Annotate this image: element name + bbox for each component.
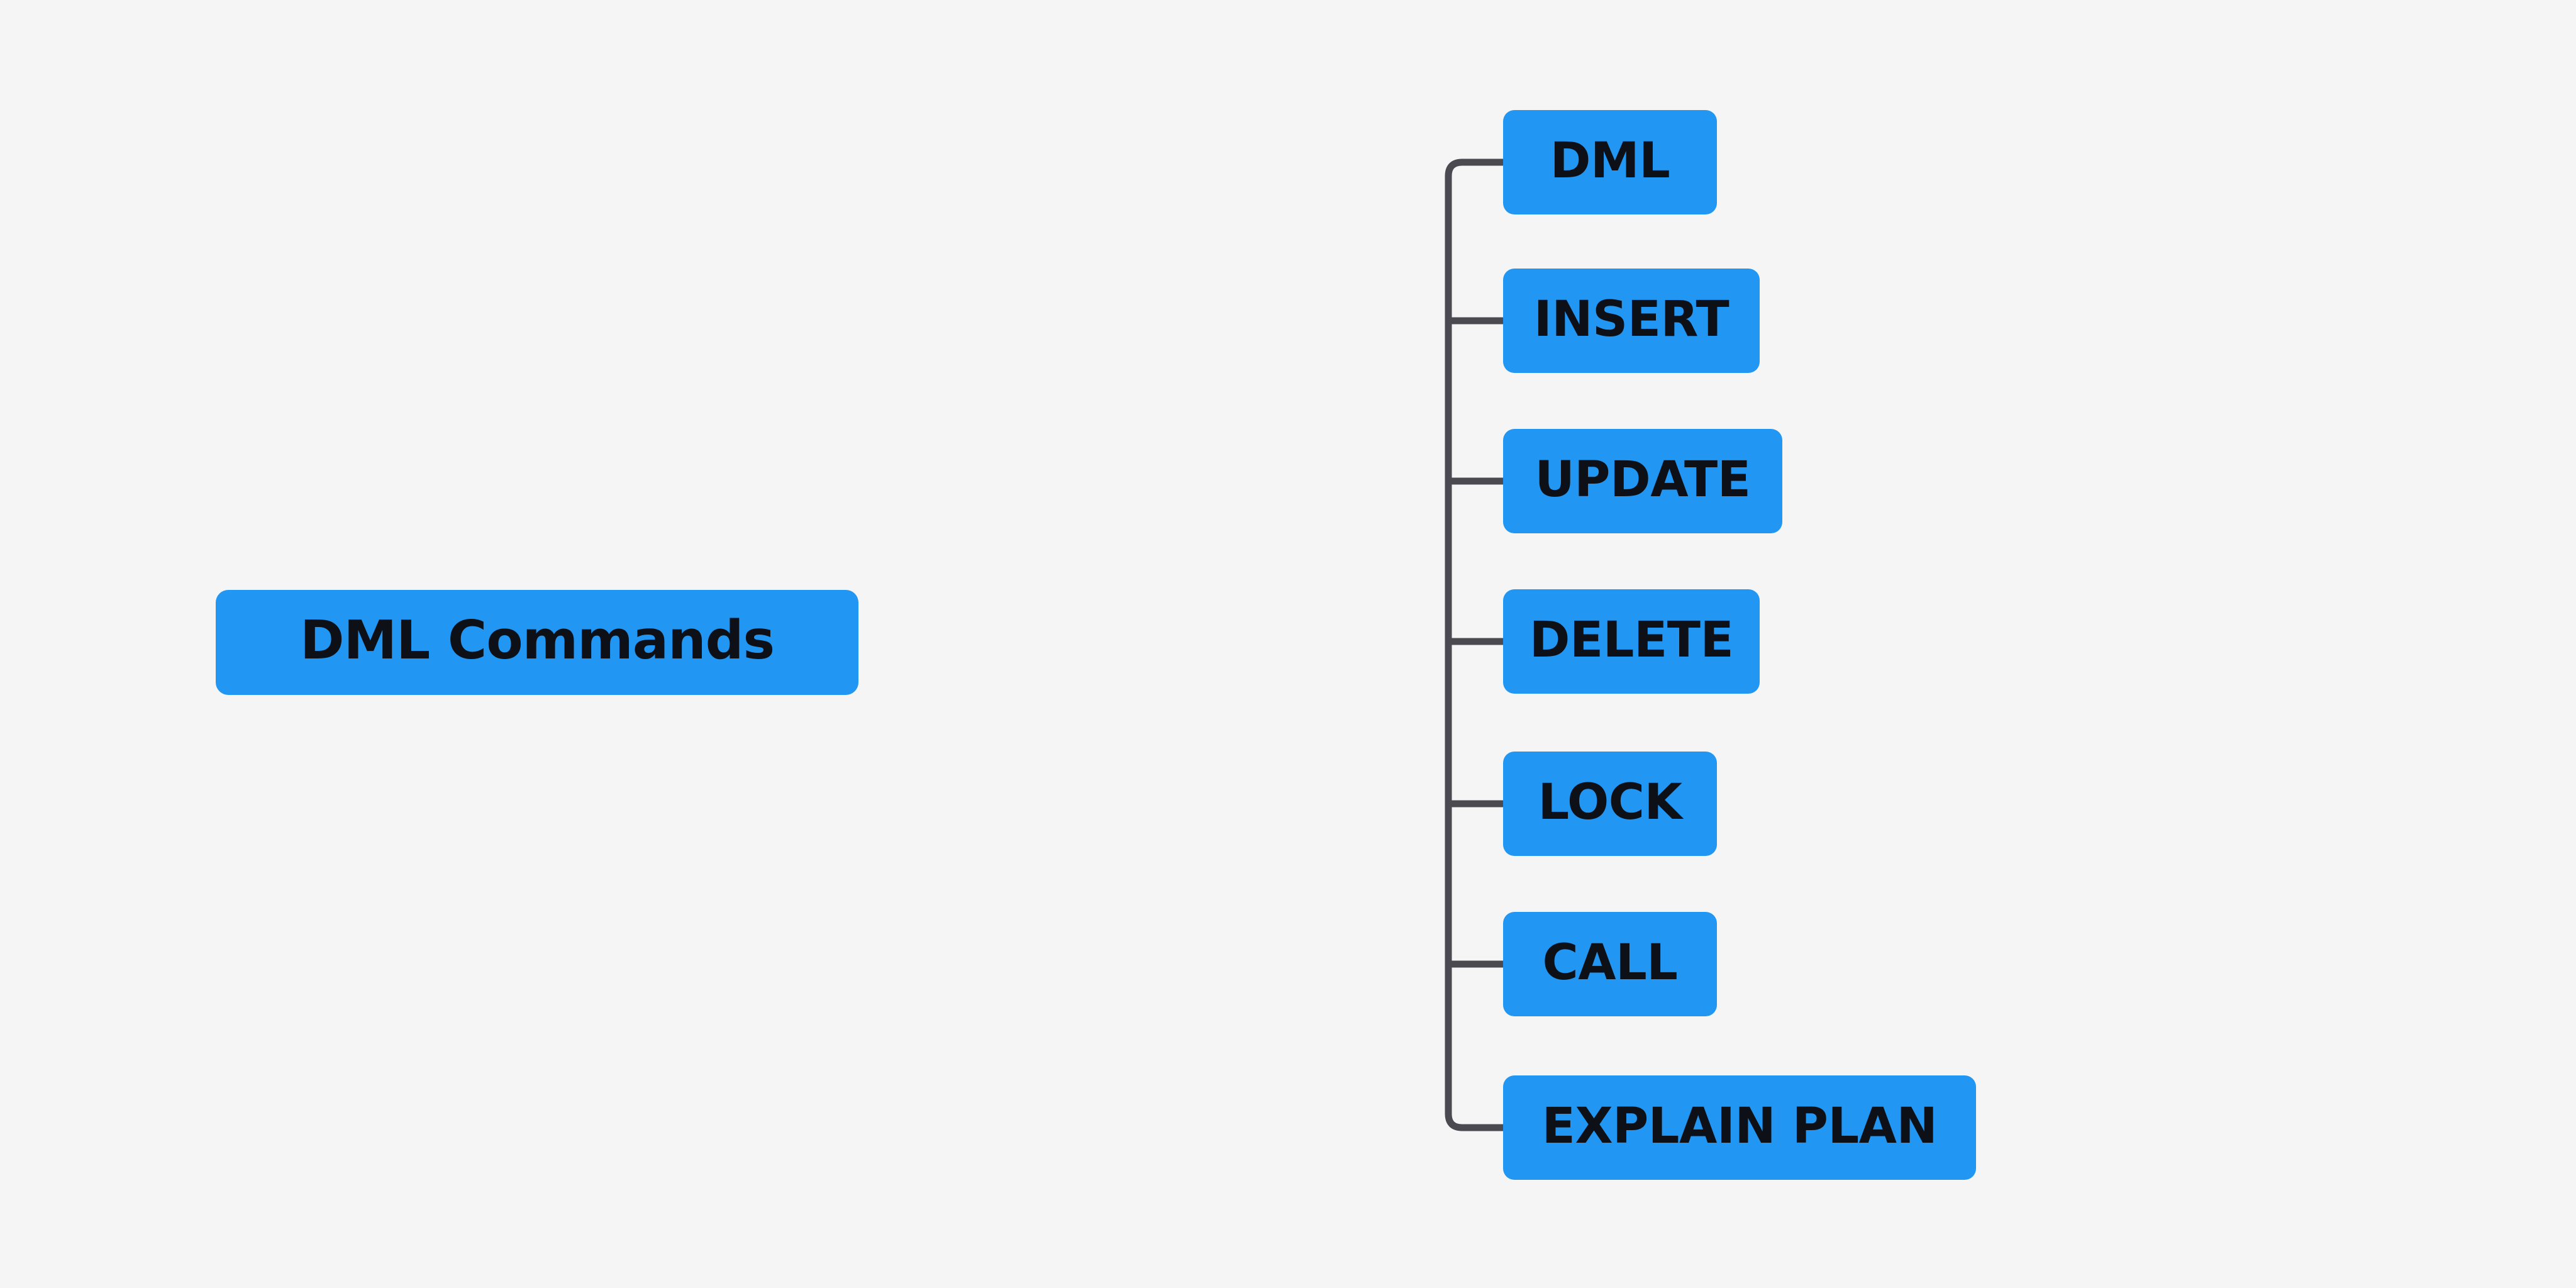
node-update-label: UPDATE (1535, 451, 1751, 508)
node-explain-plan[interactable]: EXPLAIN PLAN (1503, 1075, 1976, 1180)
node-lock[interactable]: LOCK (1503, 752, 1717, 856)
node-explain-plan-label: EXPLAIN PLAN (1541, 1097, 1938, 1155)
node-delete-label: DELETE (1529, 611, 1734, 669)
node-call[interactable]: CALL (1503, 912, 1717, 1016)
node-dml-label: DML (1550, 132, 1670, 189)
node-insert-label: INSERT (1533, 291, 1729, 348)
root-node-label: DML Commands (299, 609, 775, 672)
node-dml[interactable]: DML (1503, 110, 1717, 214)
node-call-label: CALL (1542, 934, 1678, 991)
trunk-connector-path (1445, 158, 1507, 1131)
root-node-dml-commands[interactable]: DML Commands (216, 590, 858, 695)
node-update[interactable]: UPDATE (1503, 429, 1782, 533)
node-delete[interactable]: DELETE (1503, 589, 1760, 694)
node-insert[interactable]: INSERT (1503, 269, 1760, 373)
node-lock-label: LOCK (1538, 774, 1682, 831)
